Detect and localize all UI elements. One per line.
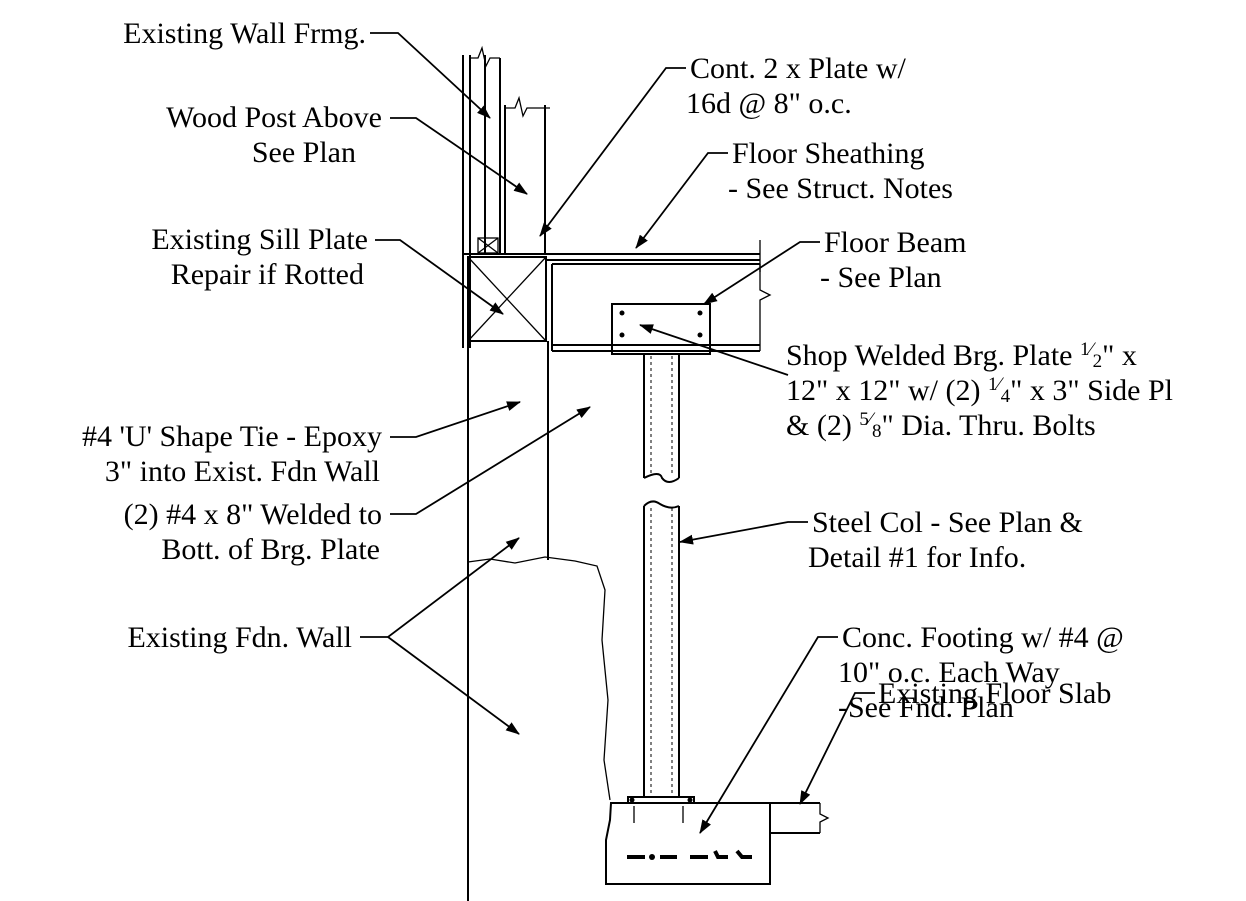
label-wood-post-line2: See Plan	[252, 136, 356, 169]
frac-five-eighth-slash: ⁄	[865, 409, 876, 430]
label-sill-plate-line2: Repair if Rotted	[171, 258, 364, 291]
label-floor-sheathing-line1: Floor Sheathing	[732, 137, 925, 170]
label-footing-line1: Conc. Footing w/ #4 @	[842, 621, 1124, 654]
frac-quarter-den: 4	[1001, 386, 1011, 407]
wood-post-above	[477, 95, 550, 254]
label-wood-post-line1: Wood Post Above	[166, 101, 382, 134]
brg-plate-line1-a: Shop Welded Brg. Plate	[786, 339, 1080, 372]
annotation-labels: Existing Wall Frmg. Wood Post Above See …	[82, 17, 1173, 724]
label-floor-beam-line2: - See Plan	[820, 261, 942, 294]
label-steel-col-line2: Detail #1 for Info.	[808, 541, 1026, 574]
svg-text:Shop Welded Brg. Plate 1⁄2" x: Shop Welded Brg. Plate 1⁄2" x	[786, 339, 1137, 372]
brg-plate-line2-a: 12" x 12" w/ (2)	[786, 374, 988, 407]
label-existing-fdn-wall: Existing Fdn. Wall	[127, 621, 352, 654]
label-sill-plate-line1: Existing Sill Plate	[151, 223, 368, 256]
rebar-marks	[627, 849, 752, 860]
existing-sill-plate	[463, 253, 548, 342]
label-steel-col-line1: Steel Col - See Plan &	[812, 506, 1083, 539]
brg-plate-line1-b: " x	[1102, 339, 1137, 372]
label-u-tie-line2: 3" into Exist. Fdn Wall	[105, 455, 380, 488]
frac-half-den: 2	[1093, 351, 1103, 372]
brg-plate-line3-b: " Dia. Thru. Bolts	[882, 409, 1096, 442]
floor-sheathing	[546, 240, 761, 272]
existing-foundation-wall	[467, 341, 611, 901]
label-existing-wall-frmg: Existing Wall Frmg.	[123, 17, 366, 50]
svg-text:12" x 12" w/ (2) 1⁄4" x 3" Sid: 12" x 12" w/ (2) 1⁄4" x 3" Side Pl	[786, 374, 1173, 407]
label-existing-floor-slab: Existing Floor Slab	[878, 677, 1111, 710]
label-footing-line2: 10" o.c. Each Way	[838, 656, 1060, 689]
frac-quarter-num: 1	[988, 374, 998, 395]
concrete-footing	[605, 796, 771, 885]
label-floor-beam-line1: Floor Beam	[824, 226, 967, 259]
svg-text:& (2) 5⁄8" Dia. Thru. Bolts: & (2) 5⁄8" Dia. Thru. Bolts	[786, 409, 1096, 442]
frac-half-num: 1	[1080, 339, 1090, 360]
existing-wall-framing	[462, 45, 501, 348]
label-u-tie-line1: #4 'U' Shape Tie - Epoxy	[82, 420, 382, 453]
bearing-plate	[611, 303, 711, 355]
label-bearing-plate: Shop Welded Brg. Plate 1⁄2" x 12" x 12" …	[786, 339, 1173, 442]
label-welded-line2: Bott. of Brg. Plate	[161, 533, 380, 566]
steel-column	[643, 354, 680, 798]
brg-plate-line3-a: & (2)	[786, 409, 859, 442]
label-floor-sheathing-line2: - See Struct. Notes	[728, 172, 953, 205]
floor-beam	[551, 263, 772, 352]
label-footing-line3: -See Fnd. Plan	[838, 691, 1014, 724]
leaders	[360, 32, 875, 834]
existing-floor-slab	[770, 802, 830, 834]
label-cont-plate-line2: 16d @ 8" o.c.	[686, 87, 852, 120]
frac-quarter-slash: ⁄	[993, 374, 1004, 395]
frac-five-eighth-num: 5	[859, 409, 869, 430]
label-welded-line1: (2) #4 x 8" Welded to	[124, 498, 382, 531]
brg-plate-line2-b: " x 3" Side Pl	[1010, 374, 1173, 407]
label-cont-plate-line1: Cont. 2 x Plate w/	[690, 52, 906, 85]
frac-half-slash: ⁄	[1085, 339, 1096, 360]
frac-five-eighth-den: 8	[872, 421, 882, 442]
